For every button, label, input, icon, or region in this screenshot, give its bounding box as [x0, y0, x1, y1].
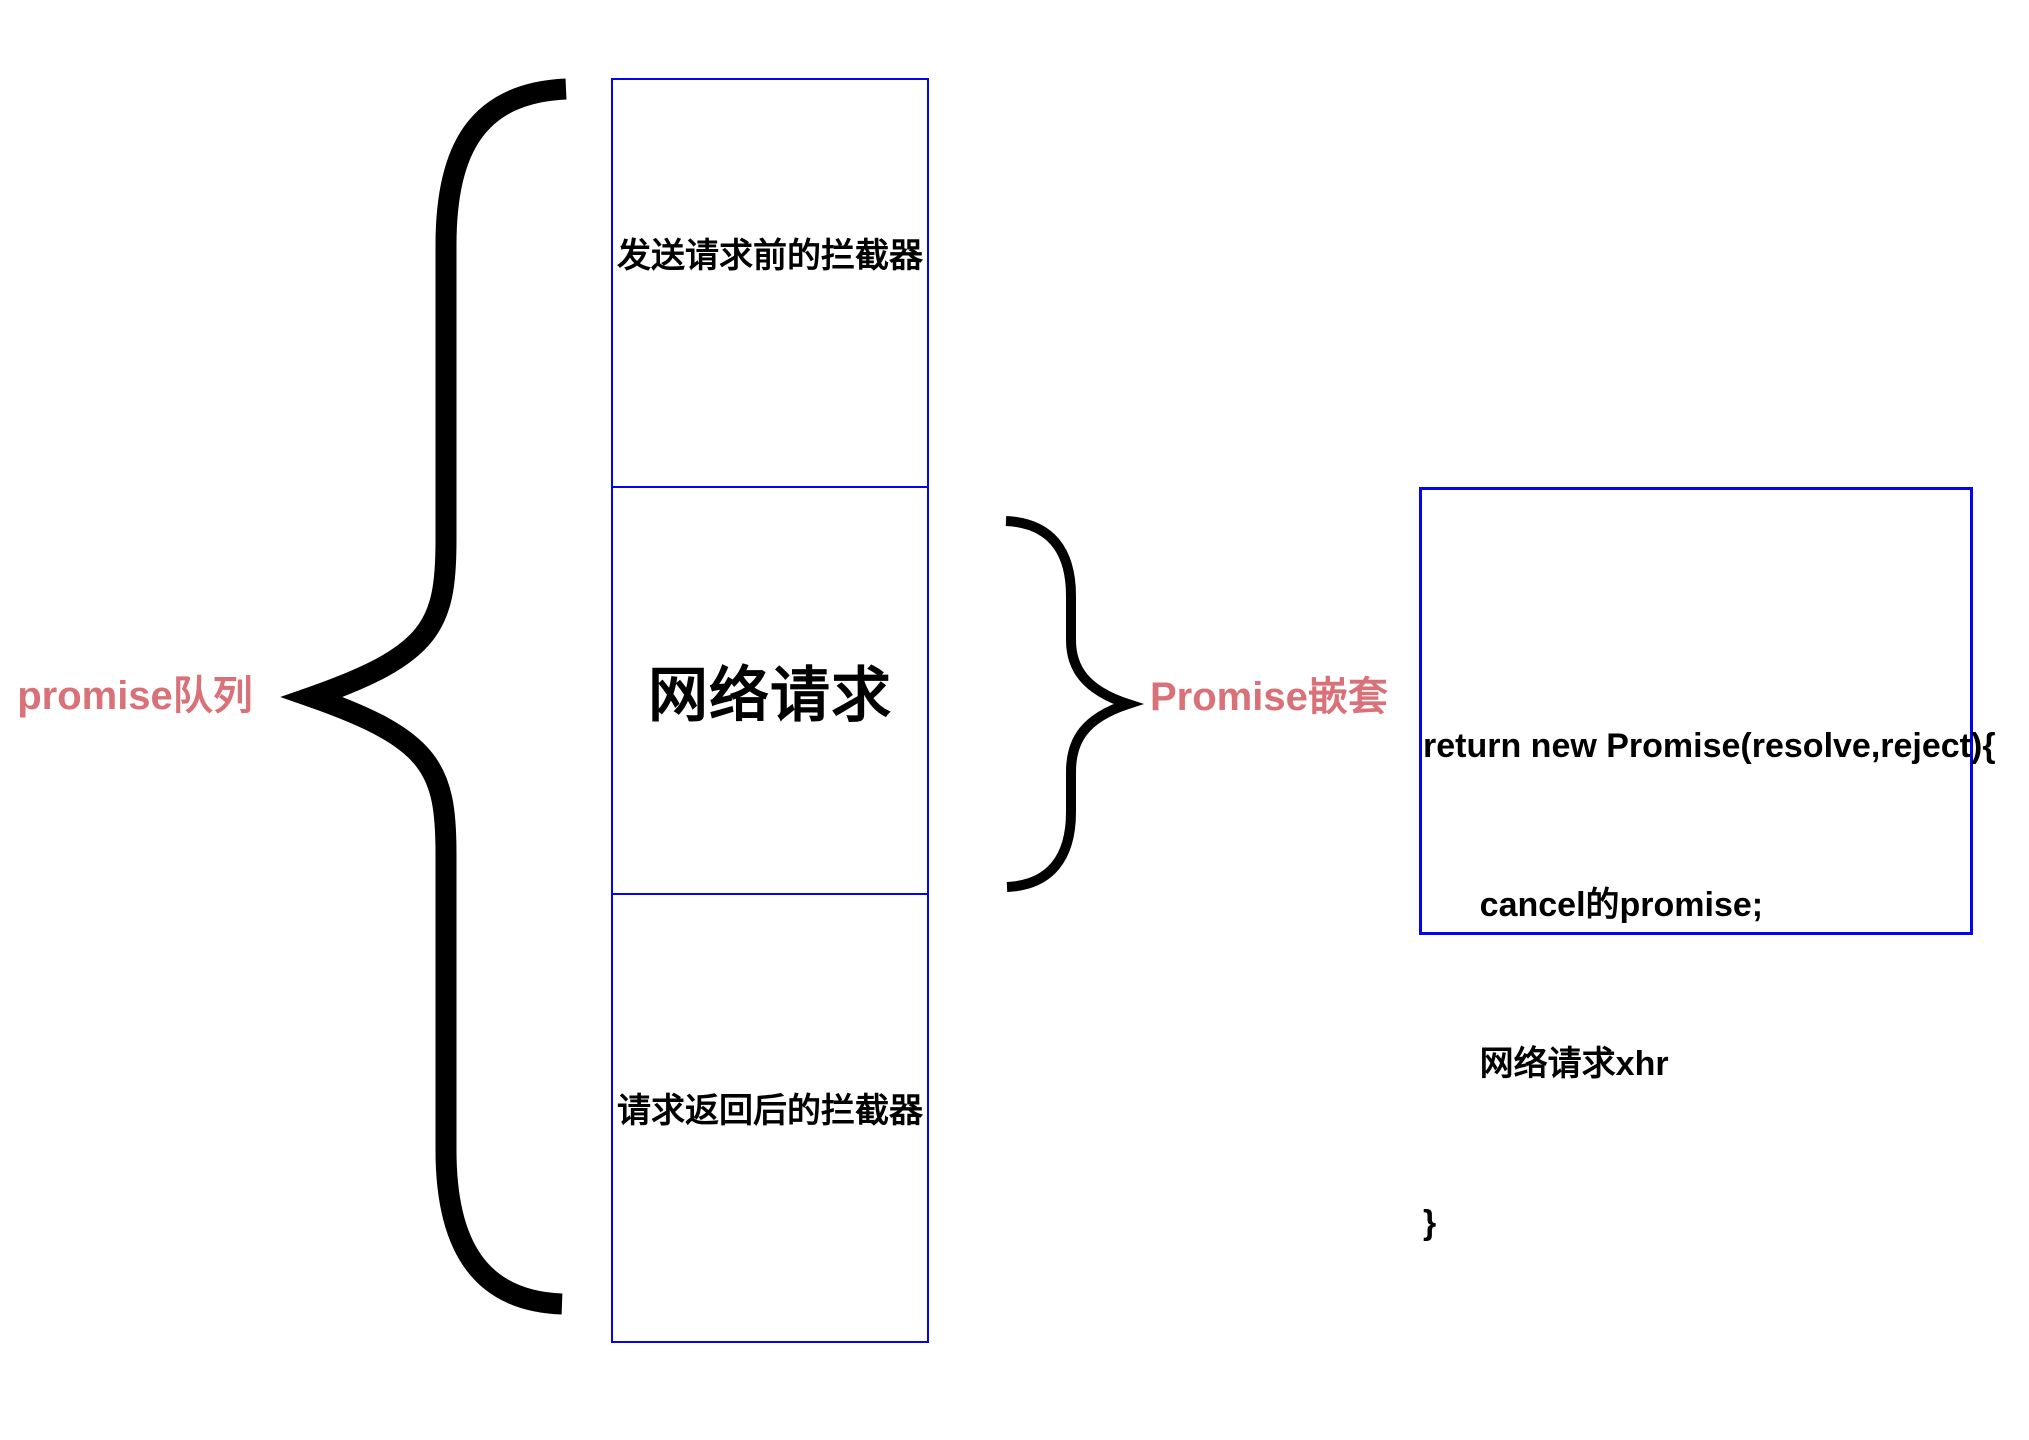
- code-line-2: cancel的promise;: [1423, 886, 1764, 924]
- right-curly-brace-icon: [1005, 516, 1145, 892]
- section-pre-request-interceptor: 发送请求前的拦截器: [613, 80, 927, 488]
- code-block: return new Promise(resolve,reject){ canc…: [1423, 614, 1996, 1356]
- promise-queue-box: 发送请求前的拦截器 网络请求 请求返回后的拦截器: [611, 78, 929, 1343]
- promise-nesting-label: Promise嵌套: [1150, 675, 1388, 719]
- section-post-response-interceptor: 请求返回后的拦截器: [613, 895, 927, 1341]
- code-line-3: 网络请求xhr: [1423, 1045, 1669, 1083]
- section-network-request: 网络请求: [613, 488, 927, 895]
- code-line-1: return new Promise(resolve,reject){: [1423, 727, 1996, 765]
- code-line-4: }: [1423, 1204, 1437, 1242]
- promise-code-box: return new Promise(resolve,reject){ canc…: [1419, 487, 1996, 1242]
- pre-request-interceptor-label: 发送请求前的拦截器: [617, 236, 923, 275]
- post-response-interceptor-label: 请求返回后的拦截器: [617, 1091, 923, 1130]
- network-request-label: 网络请求: [648, 662, 892, 729]
- promise-queue-label: promise队列: [17, 674, 253, 718]
- left-curly-brace-icon: [280, 78, 567, 1315]
